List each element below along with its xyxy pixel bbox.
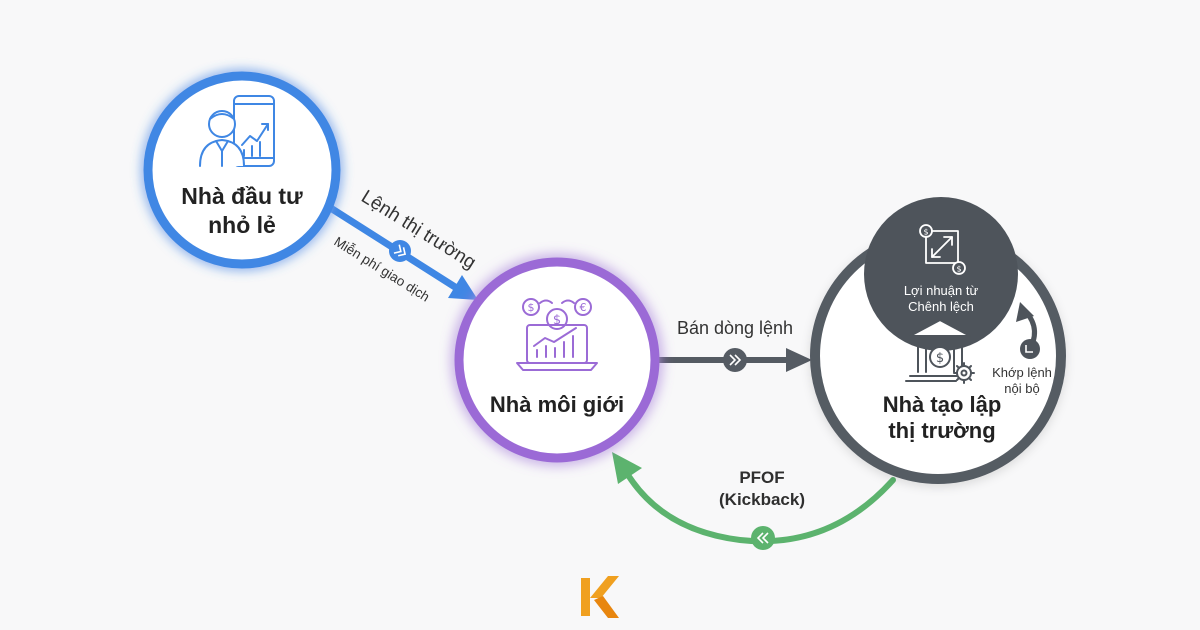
- investor-label-line1: Nhà đầu tư: [181, 183, 303, 209]
- svg-text:$: $: [936, 351, 944, 366]
- spread-profit-inner-circle: [864, 197, 1018, 351]
- node-market-maker: $ $ Lợi nhuận từ Chênh lệch $ Nhà tạo lậ…: [810, 197, 1066, 484]
- investor-circle: [143, 71, 341, 269]
- chevron-right-icon: [393, 244, 407, 257]
- node-broker: $ $ € Nhà môi giới: [454, 257, 660, 463]
- broker-label: Nhà môi giới: [490, 392, 624, 417]
- laptop-currency-chart-icon: $ $ €: [516, 298, 598, 371]
- corner-arrow-icon: [1025, 345, 1033, 353]
- internal-matching-label-line1: Khớp lệnh: [992, 365, 1052, 380]
- market-order-arrow-line: [314, 196, 459, 291]
- k-logo-icon: [581, 576, 619, 618]
- sell-order-flow-label: Bán dòng lệnh: [677, 318, 793, 338]
- chevron-left-icon: [756, 532, 769, 544]
- dollar-swap-arrows-icon: $ $: [919, 224, 966, 275]
- internal-matching-label-line2: nội bộ: [1004, 381, 1039, 396]
- edge-sell-order-flow: Bán dòng lệnh: [655, 318, 812, 372]
- pfof-label-line2: (Kickback): [719, 490, 805, 509]
- svg-text:$: $: [923, 228, 928, 237]
- pfof-label-line1: PFOF: [739, 468, 784, 487]
- edge-pfof: PFOF (Kickback): [612, 452, 896, 550]
- svg-text:$: $: [528, 301, 535, 314]
- pfof-arrow-curve: [622, 467, 896, 545]
- spread-profit-label-line1: Lợi nhuận từ: [904, 283, 979, 298]
- svg-text:€: €: [580, 301, 587, 314]
- bank-dollar-gear-icon: $: [905, 319, 975, 384]
- sell-order-flow-arrowhead: [786, 348, 812, 372]
- pfof-arrowhead: [612, 452, 642, 484]
- market-maker-label-line1: Nhà tạo lập: [883, 392, 1002, 417]
- node-investor: Nhà đầu tư nhỏ lẻ: [143, 71, 341, 269]
- edge-internal-matching: Khớp lệnh nội bộ: [992, 302, 1052, 396]
- internal-matching-chevron-badge: [1020, 339, 1040, 359]
- market-order-arrowhead: [448, 275, 478, 300]
- investor-with-phone-chart-icon: [199, 95, 275, 167]
- investor-label-line2: nhỏ lẻ: [208, 212, 276, 238]
- broker-circle: [454, 257, 660, 463]
- market-maker-label-line2: thị trường: [888, 418, 995, 443]
- edge-market-order: Lệnh thị trường Miễn phí giao dịch: [314, 186, 479, 305]
- svg-text:$: $: [553, 313, 561, 328]
- spread-profit-label-line2: Chênh lệch: [908, 299, 974, 314]
- internal-matching-arrowhead: [1016, 302, 1034, 322]
- chevron-right-icon: [729, 354, 742, 366]
- svg-text:$: $: [956, 265, 961, 274]
